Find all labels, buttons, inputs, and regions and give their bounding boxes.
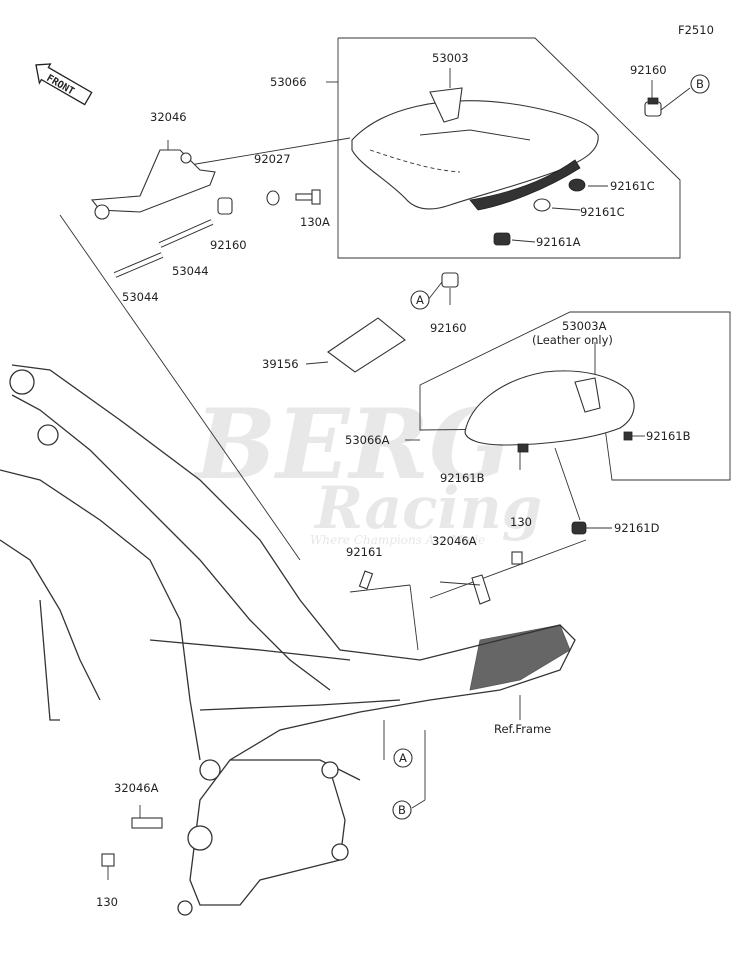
seat-strap-bracket bbox=[90, 140, 216, 220]
bushing-92161C-2 bbox=[533, 198, 551, 212]
bushing-92161A bbox=[493, 232, 511, 246]
watermark: BERG Racing Where Champions Are Made bbox=[192, 388, 542, 547]
label-53044-1: 53044 bbox=[172, 264, 209, 278]
pin-92161 bbox=[358, 570, 374, 590]
main-seat bbox=[351, 87, 599, 211]
watermark-tagline: Where Champions Are Made bbox=[310, 533, 485, 547]
label-92160-mid: 92160 bbox=[430, 321, 467, 335]
label-39156: 39156 bbox=[262, 357, 299, 371]
leaders-frame bbox=[383, 695, 521, 809]
label-53003A-note: (Leather only) bbox=[532, 333, 613, 347]
label-92160-top: 92160 bbox=[630, 63, 667, 77]
leaders-passenger bbox=[349, 342, 645, 651]
label-53066: 53066 bbox=[270, 75, 307, 89]
washer-92027 bbox=[266, 190, 280, 206]
label-130A: 130A bbox=[300, 215, 330, 229]
bolt-130A bbox=[295, 189, 321, 205]
label-32046: 32046 bbox=[150, 110, 187, 124]
label-53066A: 53066A bbox=[345, 433, 390, 447]
label-92161A: 92161A bbox=[536, 235, 581, 249]
callout-A-top: A bbox=[410, 290, 430, 310]
bushing-92161C-1 bbox=[568, 178, 586, 192]
bushing-92160-lower bbox=[217, 197, 233, 215]
svg-text:B: B bbox=[696, 77, 704, 91]
label-32046A-mid: 32046A bbox=[432, 534, 477, 548]
callout-A-frame: A bbox=[393, 748, 413, 768]
label-92161D: 92161D bbox=[614, 521, 660, 535]
passenger-seat-box bbox=[419, 311, 731, 481]
figure-code: F2510 bbox=[678, 23, 714, 37]
label-92161B-2: 92161B bbox=[646, 429, 691, 443]
watermark-sub: Racing bbox=[313, 474, 542, 542]
watermark-brand: BERG bbox=[192, 388, 511, 501]
label-92161B-1: 92161B bbox=[440, 471, 485, 485]
label-92160-lower: 92160 bbox=[210, 238, 247, 252]
label-32046A-low: 32046A bbox=[114, 781, 159, 795]
label-92161C-1: 92161C bbox=[610, 179, 655, 193]
bushing-92160-top bbox=[644, 97, 662, 117]
label-53003A: 53003A bbox=[562, 319, 607, 333]
bracket-32046A-mid bbox=[439, 574, 491, 605]
passenger-seat bbox=[464, 370, 635, 453]
bolt-130-low bbox=[101, 853, 115, 880]
label-92161C-2: 92161C bbox=[580, 205, 625, 219]
tubes-53044 bbox=[113, 219, 214, 278]
label-130-mid: 130 bbox=[510, 515, 532, 529]
pad-39156 bbox=[305, 317, 406, 373]
bushing-92160-mid bbox=[441, 272, 459, 288]
label-92161: 92161 bbox=[346, 545, 383, 559]
callout-B-top: B bbox=[690, 74, 710, 94]
label-130-low: 130 bbox=[96, 895, 118, 909]
label-53003: 53003 bbox=[432, 51, 469, 65]
bracket-32046A-low bbox=[131, 805, 163, 829]
seat-assembly-box bbox=[337, 37, 681, 259]
bolt-130-mid bbox=[511, 551, 523, 565]
label-53044-2: 53044 bbox=[122, 290, 159, 304]
label-92027: 92027 bbox=[254, 152, 291, 166]
svg-text:A: A bbox=[399, 751, 407, 765]
svg-text:B: B bbox=[398, 803, 406, 817]
front-arrow-icon: FRONT bbox=[35, 63, 93, 106]
leaders-upper bbox=[59, 68, 691, 561]
svg-text:A: A bbox=[416, 293, 424, 307]
callout-B-frame: B bbox=[392, 800, 412, 820]
bushing-92161D bbox=[571, 521, 587, 535]
motorcycle-frame bbox=[0, 364, 576, 916]
label-ref-frame: Ref.Frame bbox=[494, 722, 551, 736]
